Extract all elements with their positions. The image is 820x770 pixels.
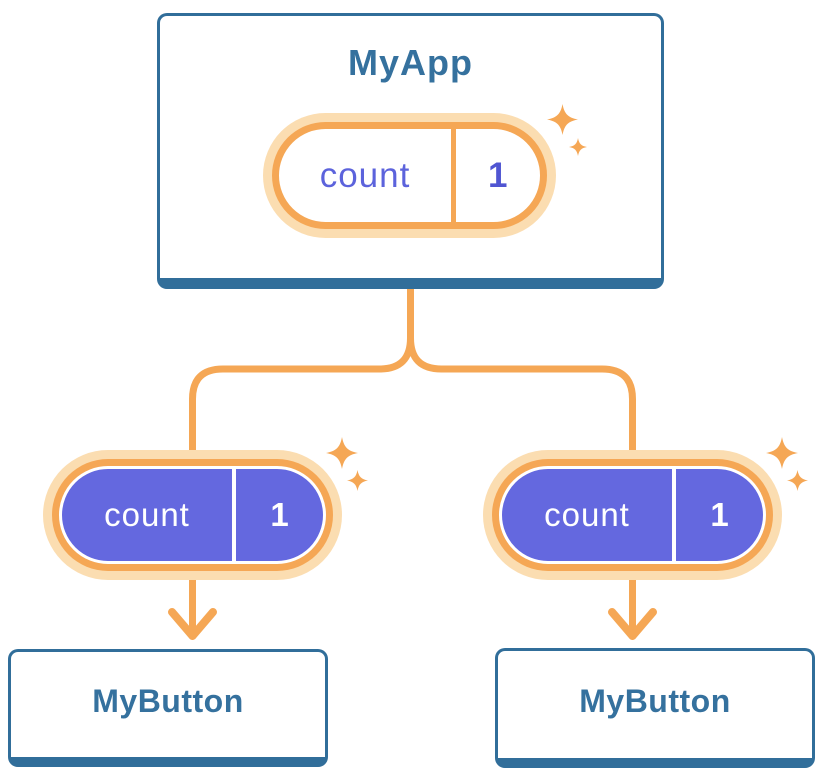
- pill-divider: [672, 469, 676, 561]
- sparkle-icon: [547, 104, 578, 135]
- prop-value-label: 1: [710, 496, 729, 533]
- pill-divider: [451, 129, 456, 222]
- mybutton-title: MyButton: [579, 683, 731, 719]
- prop-pill-right-button: count 1: [499, 466, 766, 564]
- prop-pill-left-button: count 1: [59, 466, 326, 564]
- sparkle-icon: [787, 470, 808, 491]
- myapp-title: MyApp: [348, 42, 473, 83]
- prop-value-label: 1: [270, 496, 289, 533]
- sparkle-icon: [326, 437, 358, 469]
- pill-divider: [232, 469, 236, 561]
- state-value-label: 1: [488, 155, 508, 195]
- state-name-label: count: [319, 155, 411, 195]
- sparkle-icon: [766, 437, 798, 469]
- state-pill-myapp: count 1: [272, 122, 547, 229]
- mybutton-title: MyButton: [92, 683, 244, 719]
- mybutton-card-right: MyButton: [495, 648, 815, 768]
- sparkle-icon: [347, 470, 368, 491]
- prop-name-label: count: [104, 496, 190, 533]
- arrow-down-icon-left: [168, 608, 217, 640]
- prop-name-label: count: [544, 496, 630, 533]
- connector-branch-left: [189, 289, 414, 630]
- arrow-down-icon-right: [608, 608, 657, 640]
- sparkle-icon: [569, 138, 587, 156]
- mybutton-card-left: MyButton: [8, 649, 328, 767]
- connector-branch-right: [407, 289, 636, 630]
